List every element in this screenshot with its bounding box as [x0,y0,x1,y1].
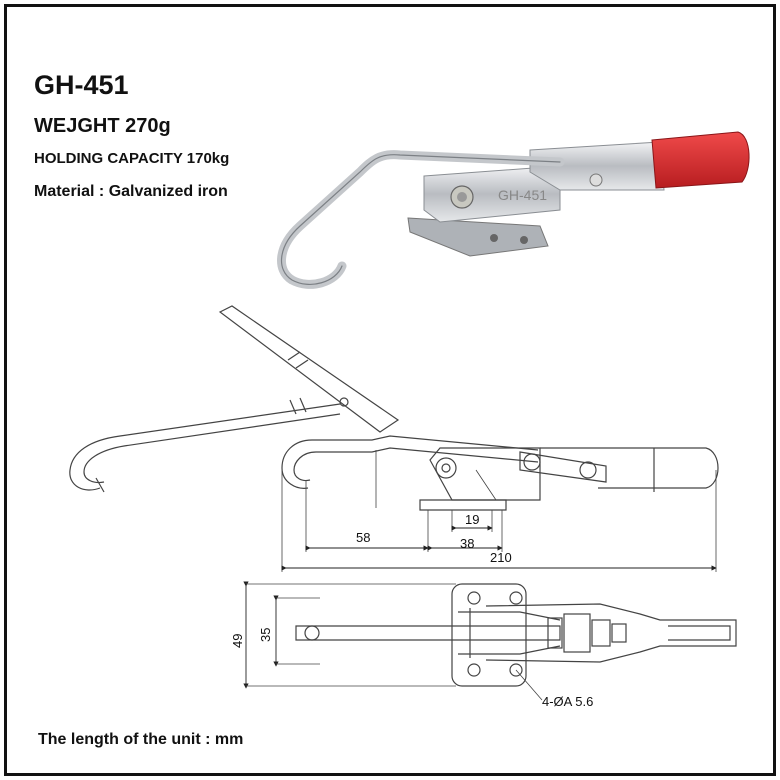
side-view-drawing [69,305,719,572]
model-title: GH-451 [34,70,129,100]
product-photo: GH-451 [277,131,750,289]
weight-label: WEJGHT 270g [34,115,171,137]
top-view-drawing [246,583,737,701]
dimension-49: 49 [230,634,245,648]
dimension-38: 38 [460,536,474,551]
dimension-210: 210 [490,550,512,565]
unit-note: The length of the unit : mm [38,731,244,748]
hole-callout: 4-ØA 5.6 [542,694,593,709]
dimension-58: 58 [356,530,370,545]
dimension-35: 35 [258,628,273,642]
part-marking: GH-451 [498,187,547,203]
image-frame [4,4,776,776]
material-label: Material : Galvanized iron [34,183,228,200]
dimension-19: 19 [465,512,479,527]
holding-capacity-label: HOLDING CAPACITY 170kg [34,150,230,167]
dimension-lines [243,525,717,689]
